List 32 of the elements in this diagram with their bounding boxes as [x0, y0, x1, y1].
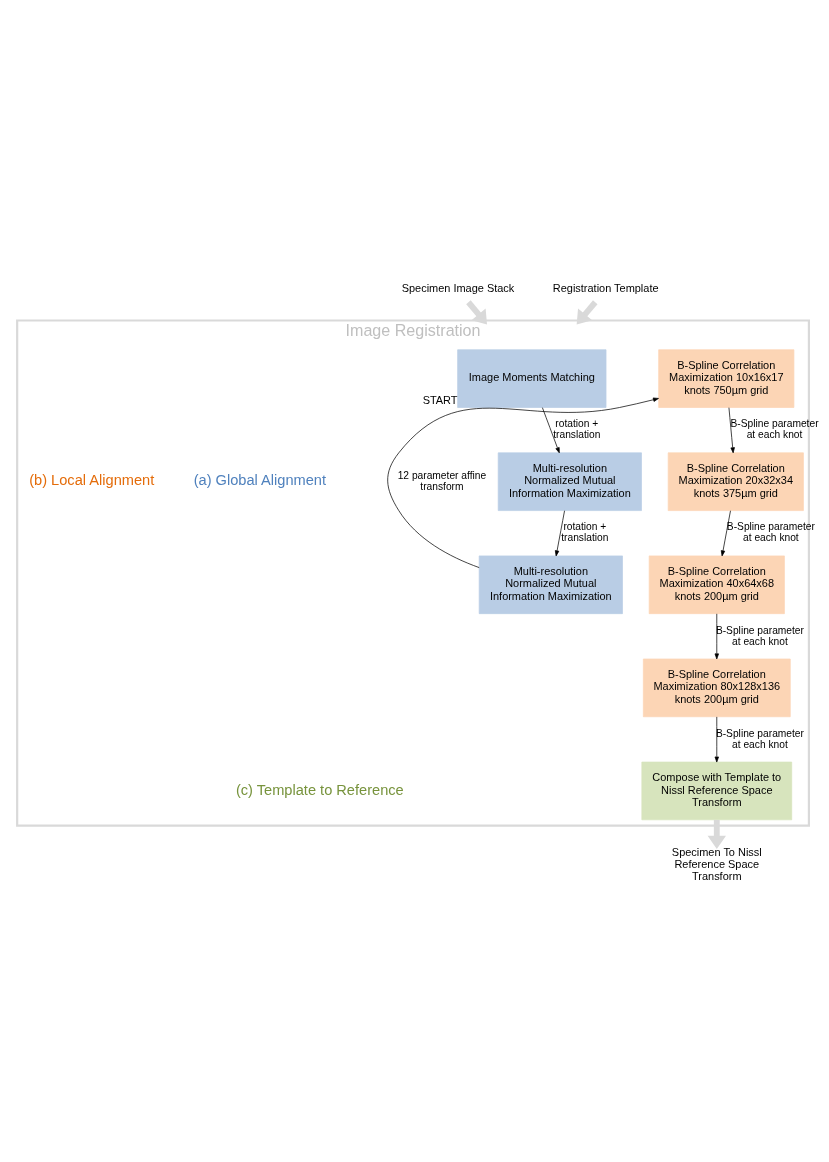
arrow — [714, 612, 719, 659]
edge-label: B-Spline parameter at each knot — [715, 624, 804, 647]
edge-label: B-Spline parameter at each knot — [726, 520, 815, 543]
node-box: B-Spline Correlation Maximization 20x32x34 knots 375µm grid — [667, 451, 804, 511]
edge-label: rotation + translation — [561, 520, 609, 543]
arrow — [554, 509, 565, 556]
node-text: Specimen To Nissl Reference Space Transform — [671, 845, 762, 882]
arrow — [542, 406, 560, 453]
node-label: START — [422, 393, 458, 406]
node-box: Multi-resolution Normalized Mutual Information Maximization — [497, 451, 642, 511]
label: (a) Global Alignment — [193, 471, 327, 488]
edge-label: B-Spline parameter at each knot — [715, 727, 804, 750]
node-box: B-Spline Correlation Maximization 80x128x136 knots 200µm grid — [642, 658, 791, 717]
node-box: Image Moments Matching — [457, 348, 607, 408]
label: (b) Local Alignment — [29, 471, 155, 488]
node-box: Compose with Template to Nissl Reference Space Transform — [641, 761, 793, 820]
arrow — [720, 509, 731, 556]
node-text: Registration Template — [552, 281, 659, 294]
arrow — [576, 299, 598, 324]
arrow — [707, 819, 726, 849]
node-box: B-Spline Correlation Maximization 10x16x17 knots 750µm grid — [658, 348, 795, 408]
arrow — [714, 716, 719, 762]
node-box: B-Spline Correlation Maximization 40x64x68 knots 200µm grid — [648, 555, 785, 614]
arrow — [466, 299, 487, 324]
label: (c) Template to Reference — [235, 781, 404, 798]
node-box: Multi-resolution Normalized Mutual Information Maximization — [478, 555, 623, 614]
edge-label: B-Spline parameter at each knot — [730, 417, 819, 440]
arrow — [728, 406, 735, 453]
node-text: Specimen Image Stack — [401, 281, 515, 294]
edge-label: rotation + translation — [553, 417, 601, 440]
arrow — [387, 397, 659, 568]
edge-label: 12 parameter affine transform — [397, 469, 487, 492]
